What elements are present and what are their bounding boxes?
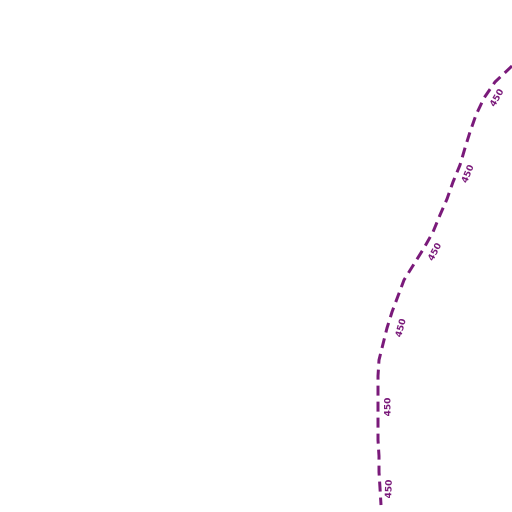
route-number-label: 450 [488,88,506,109]
route-number-label: 450 [427,242,445,263]
route-number-label: 450 [460,164,476,185]
route-number-label: 450 [394,318,409,339]
route-450-line[interactable] [376,64,512,506]
route-number-label: 450 [384,479,395,498]
route-number-label: 450 [384,398,394,417]
